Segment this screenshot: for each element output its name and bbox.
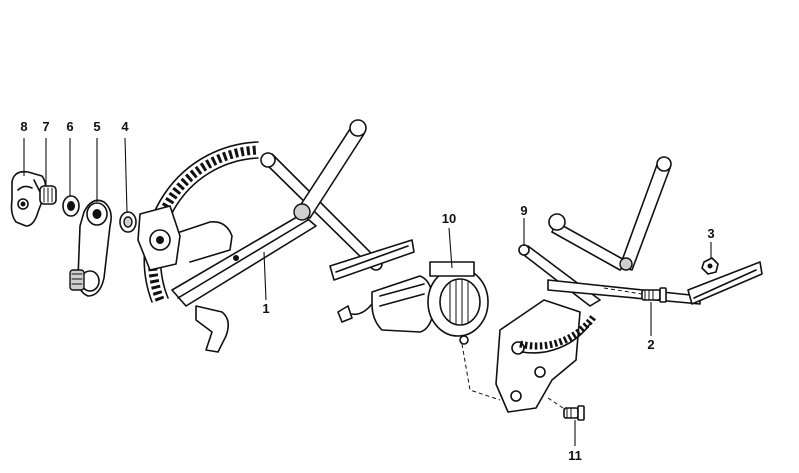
part-5-crank-arm — [69, 199, 112, 297]
part-10-drive-motor — [337, 261, 489, 345]
callout-11: 11 — [568, 448, 582, 463]
part-6-washer — [62, 195, 80, 217]
callout-7: 7 — [42, 119, 49, 134]
callout-2: 2 — [647, 337, 654, 352]
callout-labels: 8 7 6 5 4 1 2 3 10 9 11 — [20, 119, 714, 463]
callout-leaders — [23, 137, 712, 446]
part-1-window-regulator — [137, 119, 415, 353]
callout-1: 1 — [262, 301, 269, 316]
part-7-handle-bushing — [39, 185, 57, 205]
callout-5: 5 — [93, 119, 100, 134]
callout-9: 9 — [520, 203, 527, 218]
callout-6: 6 — [66, 119, 73, 134]
part-3-nut — [701, 257, 719, 275]
part-8-crank-handle — [10, 170, 47, 227]
part-4-bushing — [119, 211, 137, 233]
part-11-screw — [563, 405, 585, 421]
callout-4: 4 — [121, 119, 129, 134]
part-2-bolt — [641, 287, 667, 303]
callout-8: 8 — [20, 119, 27, 134]
part-9-window-regulator — [495, 156, 763, 413]
callout-10: 10 — [442, 211, 456, 226]
callout-3: 3 — [707, 226, 714, 241]
assembly-dashed-lines — [461, 287, 643, 411]
